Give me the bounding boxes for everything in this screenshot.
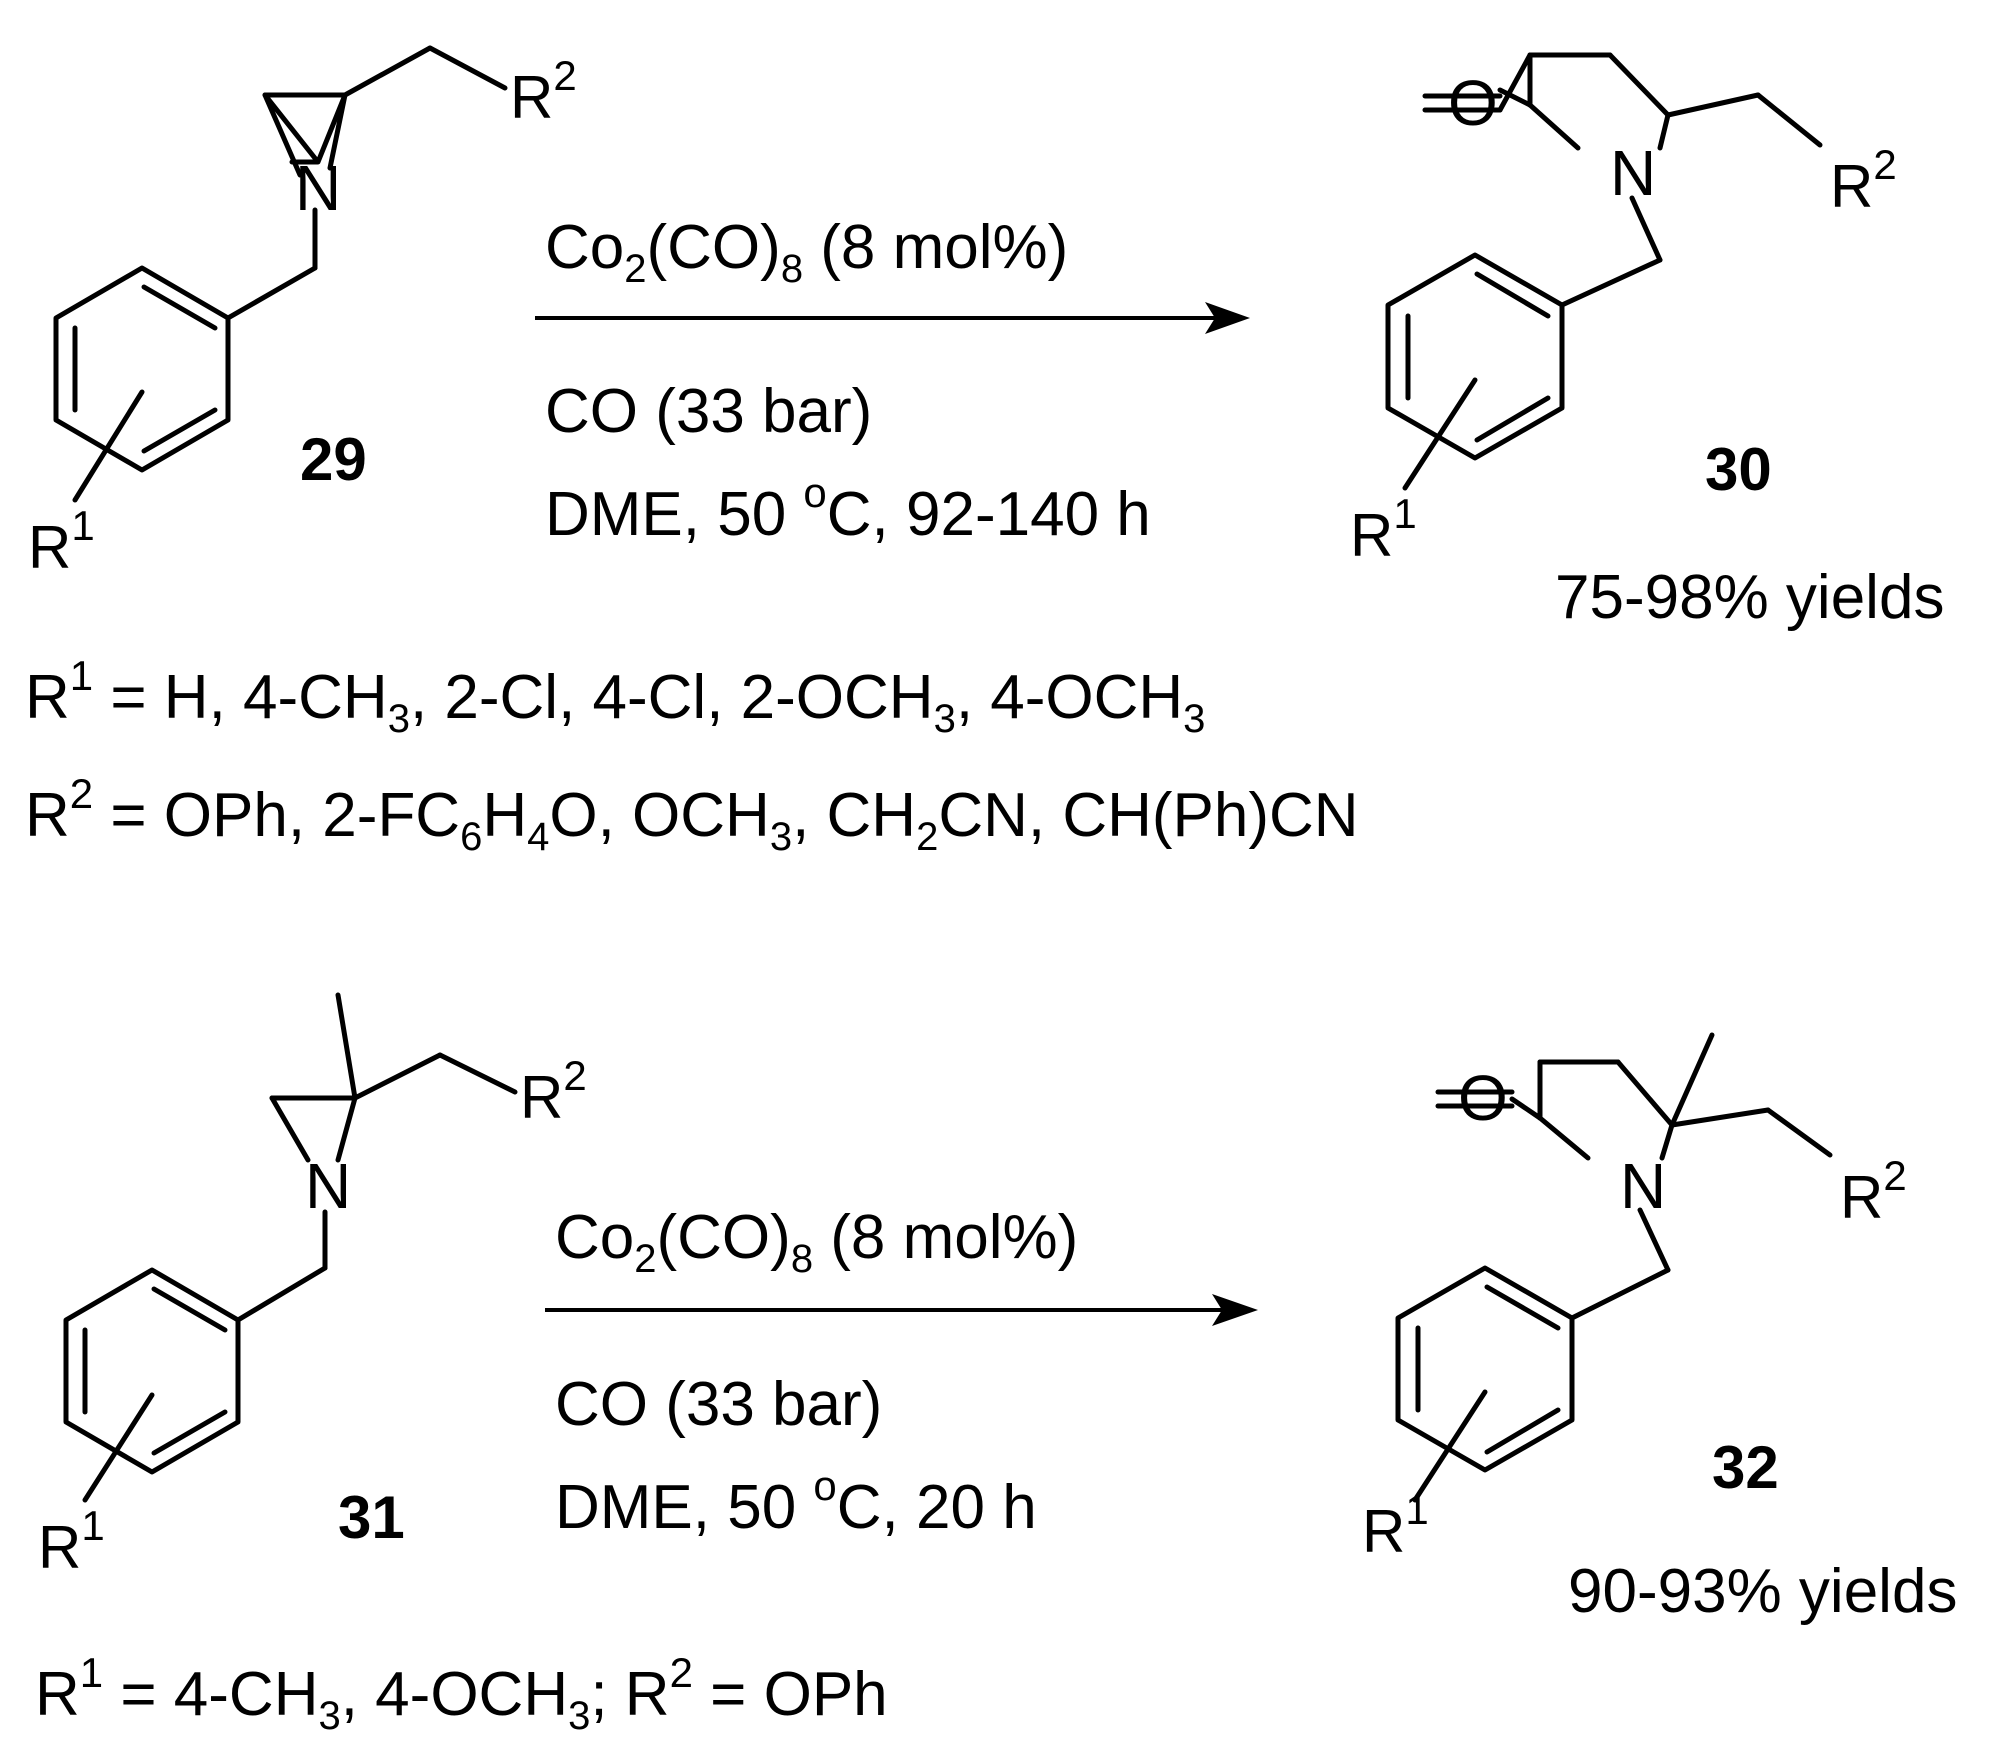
r1-substituent-bond bbox=[72, 389, 145, 503]
catalyst-label-1: Co2(CO)8 (8 mol%) bbox=[545, 213, 1068, 291]
product-30-structure bbox=[1385, 52, 1823, 491]
benzene-double-bond bbox=[151, 1409, 228, 1456]
catalyst-label-2: Co2(CO)8 (8 mol%) bbox=[555, 1203, 1078, 1281]
n-ch2-bond bbox=[1637, 1207, 1671, 1273]
lactam-bond bbox=[1497, 87, 1533, 108]
reactant-31-structure bbox=[63, 992, 518, 1503]
r1-substituent-bond bbox=[1402, 377, 1478, 491]
benzene-ring bbox=[1395, 1265, 1575, 1473]
nitrogen-atom: N bbox=[1610, 137, 1656, 209]
benzene-double-bond bbox=[151, 1286, 228, 1333]
conditions-label-1: DME, 50 oC, 92-140 h bbox=[545, 469, 1151, 549]
lactam-bond bbox=[1607, 52, 1671, 118]
side-chain-bond bbox=[437, 1052, 518, 1095]
aziridine-bond bbox=[327, 92, 348, 171]
r2-label: R2 bbox=[520, 1052, 587, 1131]
pressure-label-1: CO (33 bar) bbox=[545, 377, 872, 446]
lactam-bond bbox=[1509, 1096, 1543, 1121]
substituent-list-2: R1 = 4-CH3, 4-OCH3; R2 = OPh bbox=[35, 1649, 888, 1738]
ch2-ring-bond bbox=[235, 1265, 328, 1323]
side-chain-bond bbox=[427, 45, 508, 91]
r2-label: R2 bbox=[1830, 141, 1897, 220]
oxygen-atom: O bbox=[1448, 67, 1498, 139]
benzene-double-bond bbox=[141, 407, 218, 454]
r1-label: R1 bbox=[1362, 1486, 1429, 1565]
side-chain-bond bbox=[1669, 1107, 1771, 1128]
benzene-double-bond bbox=[1484, 1284, 1561, 1331]
side-chain-bond bbox=[352, 1052, 443, 1101]
ch2-ring-bond bbox=[1559, 257, 1663, 308]
compound-number-30: 30 bbox=[1705, 436, 1772, 503]
compound-number-31: 31 bbox=[338, 1484, 405, 1551]
r1-label: R1 bbox=[38, 1502, 105, 1581]
n-ch2-bond bbox=[1629, 195, 1663, 263]
side-chain-bond bbox=[1665, 92, 1761, 118]
lactam-bond bbox=[1615, 1059, 1675, 1128]
r1-substituent-bond bbox=[1412, 1389, 1488, 1503]
nitrogen-atom: N bbox=[1620, 1150, 1666, 1222]
ch2-ring-bond bbox=[225, 265, 318, 321]
ch2-ring-bond bbox=[1569, 1267, 1671, 1321]
lactam-bond bbox=[1537, 1115, 1591, 1161]
nitrogen-atom: N bbox=[295, 152, 341, 224]
benzene-double-bond bbox=[1474, 395, 1551, 443]
benzene-ring bbox=[53, 265, 231, 473]
aziridine-bond bbox=[269, 1095, 311, 1163]
lactam-bond bbox=[1657, 112, 1671, 151]
side-chain-bond bbox=[342, 45, 433, 98]
reactant-29-structure bbox=[53, 45, 508, 503]
r1-label: R1 bbox=[1350, 490, 1417, 569]
pressure-label-2: CO (33 bar) bbox=[555, 1370, 882, 1439]
benzene-double-bond bbox=[1474, 271, 1551, 319]
product-32-structure bbox=[1395, 1032, 1833, 1503]
methyl-bond bbox=[1669, 1032, 1715, 1128]
r2-substituent-list: R2 = OPh, 2-FC6H4O, OCH3, CH2CN, CH(Ph)C… bbox=[25, 770, 1359, 859]
r2-label: R2 bbox=[1840, 1152, 1907, 1231]
side-chain-bond bbox=[1765, 1107, 1833, 1158]
yield-label-1: 75-98% yields bbox=[1555, 563, 1944, 632]
reaction-arrow-2 bbox=[545, 1294, 1258, 1326]
benzene-ring bbox=[63, 1267, 241, 1475]
nitrogen-atom: N bbox=[305, 1150, 351, 1222]
compound-number-29: 29 bbox=[300, 426, 367, 493]
aziridine-bond bbox=[262, 92, 303, 178]
aziridine-bond bbox=[335, 1095, 358, 1163]
lactam-bond bbox=[1497, 52, 1533, 113]
r1-substituent-bond bbox=[82, 1392, 155, 1503]
r1-label: R1 bbox=[28, 502, 95, 581]
side-chain-bond bbox=[1755, 92, 1823, 148]
r2-label: R2 bbox=[510, 52, 577, 131]
benzene-double-bond bbox=[1484, 1407, 1561, 1455]
lactam-bond bbox=[1659, 1122, 1675, 1161]
lactam-bond bbox=[1527, 102, 1581, 151]
benzene-double-bond bbox=[141, 284, 218, 331]
methyl-bond bbox=[335, 992, 358, 1101]
r1-substituent-list: R1 = H, 4-CH3, 2-Cl, 4-Cl, 2-OCH3, 4-OCH… bbox=[25, 652, 1205, 741]
reaction-arrow-1 bbox=[535, 302, 1250, 334]
compound-number-32: 32 bbox=[1712, 1434, 1779, 1501]
oxygen-atom: O bbox=[1458, 1062, 1508, 1134]
yield-label-2: 90-93% yields bbox=[1568, 1557, 1957, 1626]
conditions-label-2: DME, 50 oC, 20 h bbox=[555, 1462, 1037, 1542]
benzene-ring bbox=[1385, 252, 1565, 461]
